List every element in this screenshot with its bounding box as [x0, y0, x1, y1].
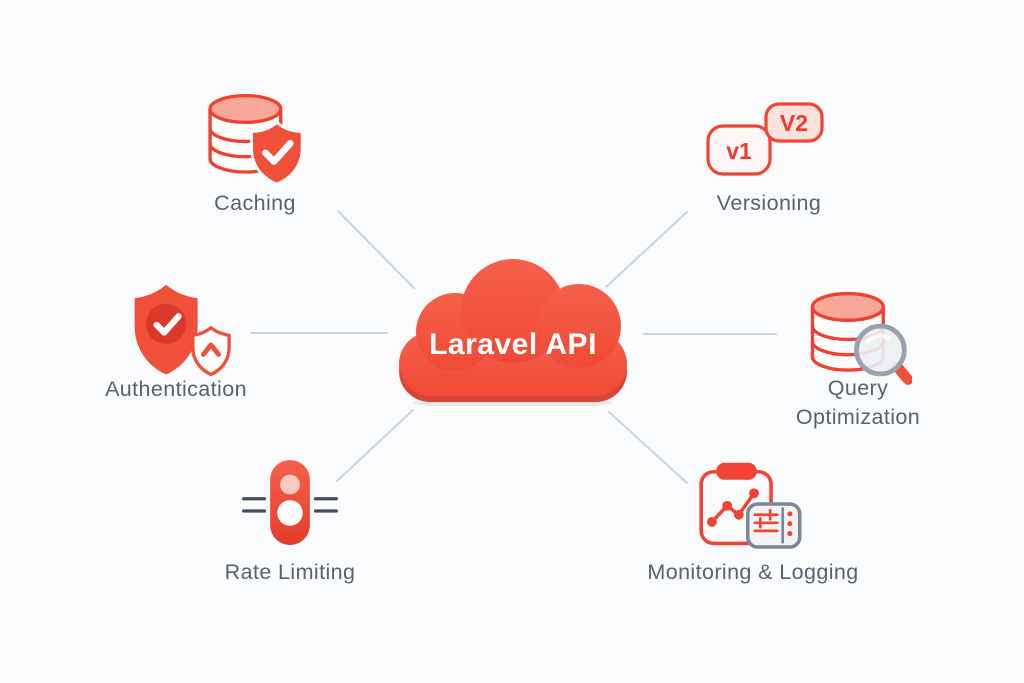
node-label-versioning: Versioning: [716, 191, 822, 215]
version-tag-v1: v1: [726, 138, 752, 164]
traffic-signal-icon: [242, 459, 338, 546]
center-cloud: Laravel API: [393, 256, 633, 408]
node-label-query-optimization: Query Optimization: [795, 376, 921, 429]
database-search-icon: [810, 291, 912, 385]
node-label-rate-limiting: Rate Limiting: [224, 560, 356, 584]
chart-clipboard-icon: [699, 462, 802, 549]
cloud-icon: [399, 259, 627, 408]
node-label-authentication: Authentication: [105, 377, 247, 401]
center-label: Laravel API: [429, 328, 597, 361]
connector-rate-limiting: [336, 409, 414, 482]
connector-monitoring: [608, 411, 688, 484]
database-shield-icon: [208, 93, 304, 186]
node-label-caching: Caching: [214, 191, 296, 215]
node-label-monitoring-logging: Monitoring & Logging: [647, 560, 859, 584]
shield-check-icon: [134, 284, 231, 377]
version-tags-icon: v1 V2: [706, 102, 824, 176]
version-tag-v2: V2: [780, 110, 808, 136]
